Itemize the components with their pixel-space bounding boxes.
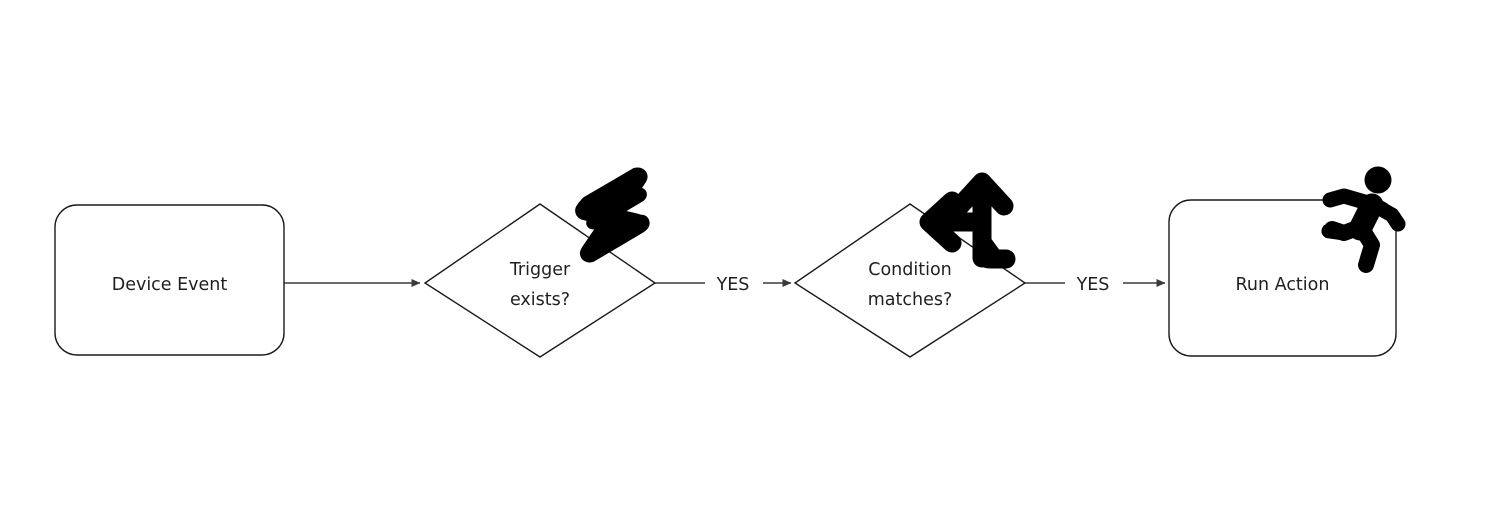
edge-condition-to-action: YES <box>1025 275 1166 295</box>
node-device-event[interactable]: Device Event <box>54 204 285 356</box>
device-event-label: Device Event <box>112 275 228 295</box>
trigger-exists-label-line2: exists? <box>510 290 570 310</box>
lightning-bolt-icon <box>575 167 650 263</box>
trigger-exists-label-line1: Trigger <box>509 260 571 280</box>
edge-trigger-to-condition: YES <box>655 275 792 295</box>
edge-label-yes-1: YES <box>716 275 750 295</box>
edge-label-yes-2: YES <box>1076 275 1110 295</box>
running-person-icon <box>1321 166 1406 273</box>
trigger-exists-shape[interactable] <box>423 203 657 358</box>
branch-arrow-icon <box>919 172 1016 269</box>
node-condition-matches[interactable]: Condition matches? <box>793 203 1027 358</box>
device-event-shape[interactable] <box>54 204 285 356</box>
run-action-label: Run Action <box>1236 275 1330 295</box>
node-trigger-exists[interactable]: Trigger exists? <box>423 203 657 358</box>
condition-matches-label-line1: Condition <box>868 260 952 280</box>
condition-matches-label-line2: matches? <box>868 290 953 310</box>
